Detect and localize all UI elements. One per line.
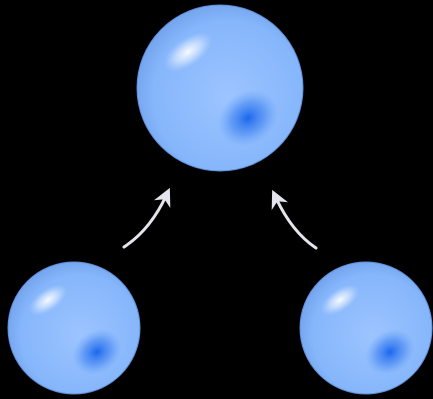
sphere-bottom-right xyxy=(300,262,432,394)
sphere-bottom-left xyxy=(8,262,140,394)
arrow-right-to-top xyxy=(276,198,316,248)
arrow-left-to-top xyxy=(124,196,166,247)
sphere-top xyxy=(137,5,303,171)
